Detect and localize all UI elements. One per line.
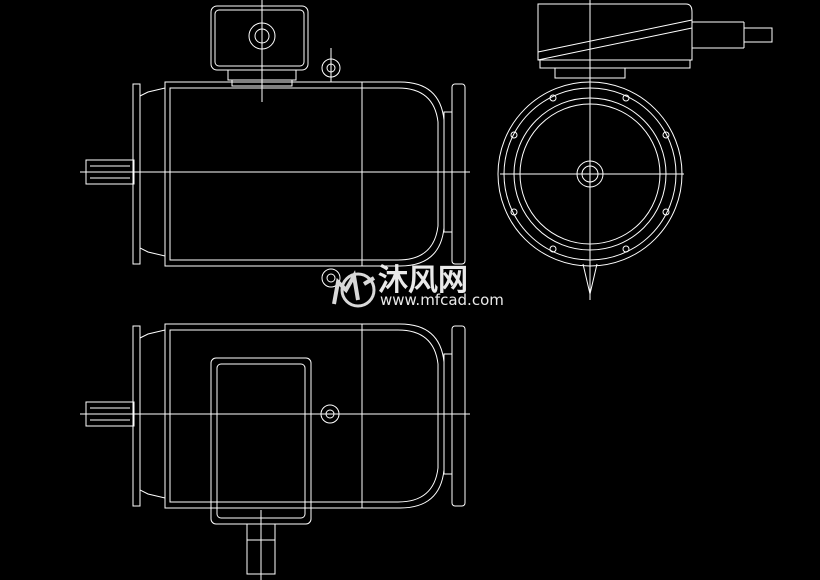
cable-gland	[246, 510, 276, 580]
watermark-title: 沐风网	[378, 263, 468, 298]
terminal-box	[210, 0, 309, 102]
terminal-box-side	[537, 0, 773, 100]
motor-front-view	[80, 0, 470, 288]
bolt-holes	[510, 94, 670, 253]
motor-top-view	[80, 323, 470, 580]
watermark-url: www.mfcad.com	[380, 291, 504, 309]
watermark: 沐风网 www.mfcad.com	[332, 263, 504, 309]
lifting-eye-bottom	[321, 265, 341, 288]
motor-side-view	[497, 0, 773, 300]
watermark-logo-icon	[332, 270, 376, 308]
